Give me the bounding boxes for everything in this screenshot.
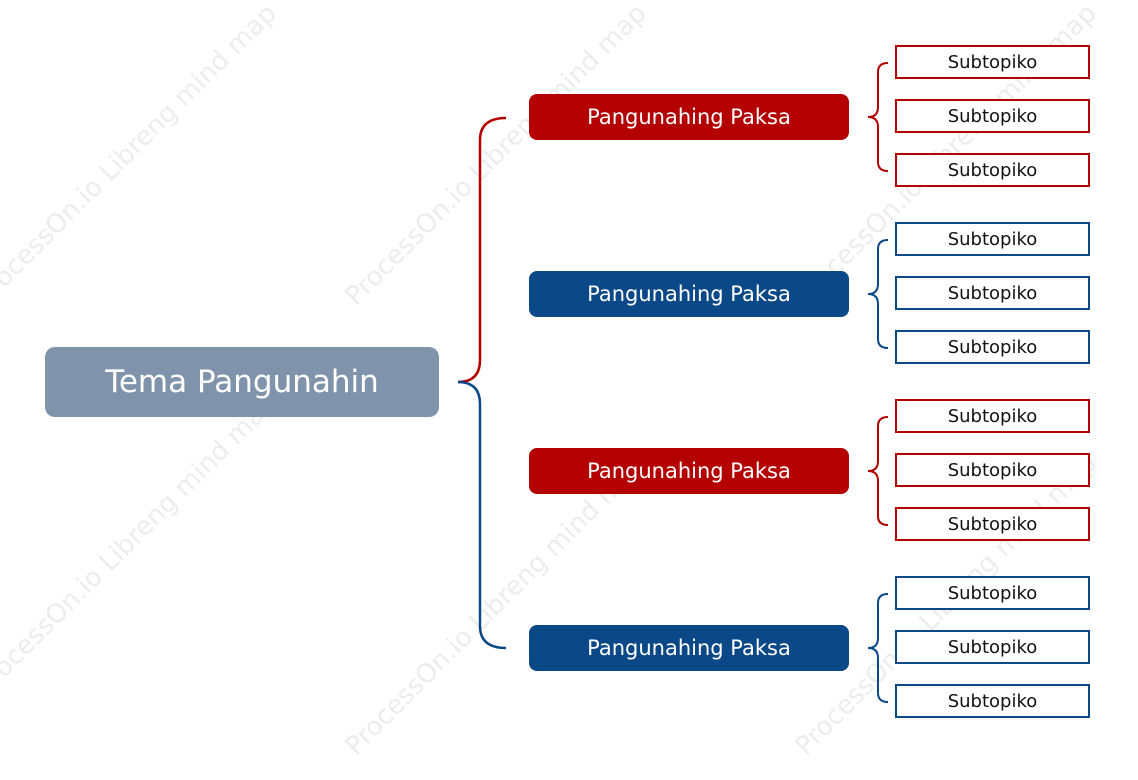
subtopic-1-3[interactable]: Subtopiko	[895, 153, 1090, 187]
subtopic-4-2[interactable]: Subtopiko	[895, 630, 1090, 664]
subtopic-2-3[interactable]: Subtopiko	[895, 330, 1090, 364]
subtopic-2-2[interactable]: Subtopiko	[895, 276, 1090, 310]
main-topic-label: Pangunahing Paksa	[587, 459, 791, 483]
central-bracket-lower	[457, 380, 507, 650]
subtopic-label: Subtopiko	[947, 228, 1038, 250]
main-topic-label: Pangunahing Paksa	[587, 105, 791, 129]
subtopic-label: Subtopiko	[947, 405, 1038, 427]
subtopic-bracket-3	[867, 416, 889, 526]
main-topic-1[interactable]: Pangunahing Paksa	[529, 94, 849, 140]
central-bracket-upper	[457, 116, 507, 384]
subtopic-4-1[interactable]: Subtopiko	[895, 576, 1090, 610]
subtopic-bracket-2	[867, 239, 889, 349]
subtopic-3-1[interactable]: Subtopiko	[895, 399, 1090, 433]
central-topic-label: Tema Pangunahin	[105, 364, 379, 400]
main-topic-label: Pangunahing Paksa	[587, 282, 791, 306]
main-topic-4[interactable]: Pangunahing Paksa	[529, 625, 849, 671]
subtopic-label: Subtopiko	[947, 459, 1038, 481]
main-topic-2[interactable]: Pangunahing Paksa	[529, 271, 849, 317]
subtopic-1-1[interactable]: Subtopiko	[895, 45, 1090, 79]
subtopic-label: Subtopiko	[947, 105, 1038, 127]
subtopic-4-3[interactable]: Subtopiko	[895, 684, 1090, 718]
subtopic-label: Subtopiko	[947, 636, 1038, 658]
subtopic-3-3[interactable]: Subtopiko	[895, 507, 1090, 541]
subtopic-bracket-1	[867, 62, 889, 172]
main-topic-label: Pangunahing Paksa	[587, 636, 791, 660]
subtopic-1-2[interactable]: Subtopiko	[895, 99, 1090, 133]
subtopic-3-2[interactable]: Subtopiko	[895, 453, 1090, 487]
subtopic-2-1[interactable]: Subtopiko	[895, 222, 1090, 256]
subtopic-label: Subtopiko	[947, 51, 1038, 73]
subtopic-label: Subtopiko	[947, 513, 1038, 535]
subtopic-label: Subtopiko	[947, 690, 1038, 712]
subtopic-label: Subtopiko	[947, 582, 1038, 604]
subtopic-label: Subtopiko	[947, 282, 1038, 304]
subtopic-label: Subtopiko	[947, 159, 1038, 181]
central-topic[interactable]: Tema Pangunahin	[45, 347, 439, 417]
subtopic-bracket-4	[867, 593, 889, 703]
main-topic-3[interactable]: Pangunahing Paksa	[529, 448, 849, 494]
subtopic-label: Subtopiko	[947, 336, 1038, 358]
